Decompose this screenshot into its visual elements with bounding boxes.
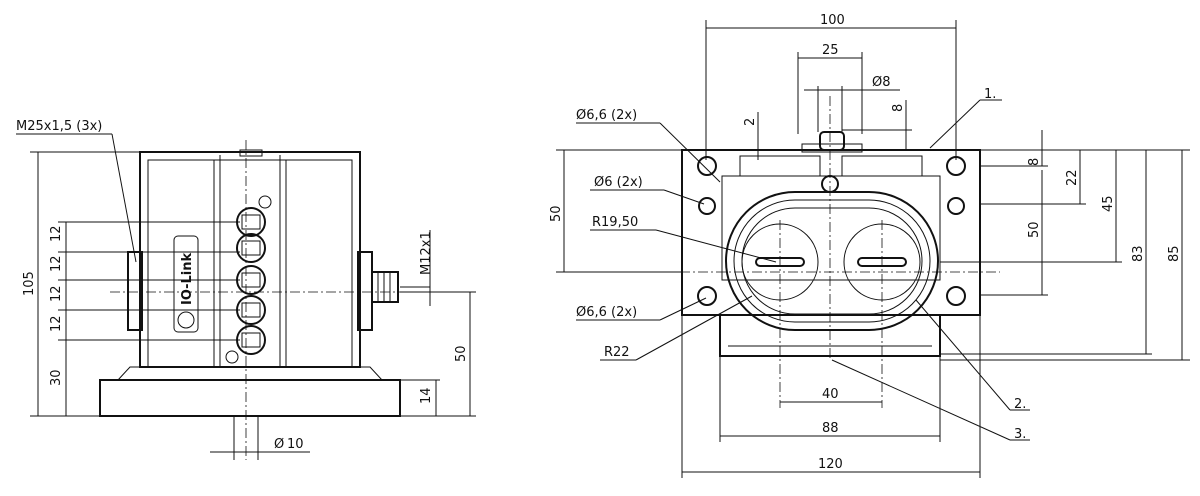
label-hole-6: Ø6 (2x)	[594, 175, 643, 190]
m12-connector-body	[371, 271, 399, 303]
dim-right-83: 83	[1131, 245, 1146, 262]
dim-100: 100	[820, 13, 845, 28]
label-hole-66-bottom: Ø6,6 (2x)	[576, 305, 637, 320]
screw-bottom	[225, 350, 239, 364]
callout-1: 1.	[984, 87, 996, 102]
dim-25: 25	[822, 43, 839, 58]
dim-120: 120	[818, 457, 843, 472]
base-chamfer	[117, 366, 383, 381]
callout-3: 3.	[1014, 427, 1026, 442]
dim-pin-dia: Ø8	[872, 75, 891, 90]
leader-hole-6	[663, 189, 705, 205]
led-stack	[236, 207, 266, 355]
side-view: IO-Link 105 12 12 12 12 30 M25x1,5 (3x) …	[16, 119, 476, 460]
io-link-logo-text: IO-Link	[180, 252, 195, 305]
dim-12-c: 12	[49, 285, 64, 302]
base-plate	[99, 379, 401, 417]
leader-callout-3	[831, 359, 1011, 441]
dim-12-d: 12	[49, 315, 64, 332]
dim-14: 14	[419, 387, 434, 404]
gasket-middle	[733, 199, 931, 323]
dim-right-45: 45	[1101, 195, 1116, 212]
top-cap	[239, 149, 263, 157]
dim-2: 2	[743, 118, 758, 126]
dim-right-50: 50	[1027, 221, 1042, 238]
leader-hole-66-top	[659, 122, 721, 183]
dim-30: 30	[49, 369, 64, 386]
dim-12-a: 12	[49, 225, 64, 242]
thread-label: M25x1,5 (3x)	[16, 119, 102, 134]
top-pin	[819, 131, 845, 151]
dim-40: 40	[822, 387, 839, 402]
dim-88: 88	[822, 421, 839, 436]
label-r22: R22	[604, 345, 630, 360]
led-4	[236, 295, 266, 325]
leader-callout-1	[929, 99, 981, 149]
hole-bottom-left	[697, 286, 717, 306]
housing-outline	[139, 151, 361, 368]
dim-right-8: 8	[1027, 158, 1042, 166]
screw-top	[258, 195, 272, 209]
leader-r22	[635, 295, 753, 361]
housing-left-panel	[147, 159, 215, 368]
led-2	[236, 233, 266, 263]
dim-pin-height: 8	[891, 104, 906, 112]
dim-12-b: 12	[49, 255, 64, 272]
callout-2: 2.	[1014, 397, 1026, 412]
dim-right-85: 85	[1167, 245, 1182, 262]
io-link-logo: IO-Link	[173, 235, 199, 333]
dim-right-22: 22	[1065, 169, 1080, 186]
label-r1950: R19,50	[592, 215, 638, 230]
dim-left-50: 50	[549, 205, 564, 222]
leader-r1950	[655, 229, 777, 263]
flange-outline	[681, 149, 981, 316]
hole-bottom-right	[946, 286, 966, 306]
leader-hole-66-bottom	[659, 297, 707, 321]
label-hole-66-top: Ø6,6 (2x)	[576, 108, 637, 123]
gasket-outer	[725, 191, 939, 331]
led-1	[236, 207, 266, 237]
thread-leader	[111, 133, 137, 263]
housing-right-panel	[285, 159, 353, 368]
led-3	[236, 265, 266, 295]
dim-50-side: 50	[454, 345, 469, 362]
hole-top-left	[697, 156, 717, 176]
hole-mid-right	[947, 197, 965, 215]
hole-mid-left	[698, 197, 716, 215]
dim-10: 10	[287, 437, 304, 452]
dim-10-symbol: Ø	[274, 437, 284, 452]
dim-105: 105	[22, 271, 37, 296]
led-5	[236, 325, 266, 355]
connector-label: M12x1	[419, 231, 434, 275]
front-view: 100 25 Ø8 8 2 Ø6,6 (2x) Ø6 (2x) R19,50 Ø…	[549, 13, 1190, 478]
leader-callout-2	[915, 299, 1011, 411]
